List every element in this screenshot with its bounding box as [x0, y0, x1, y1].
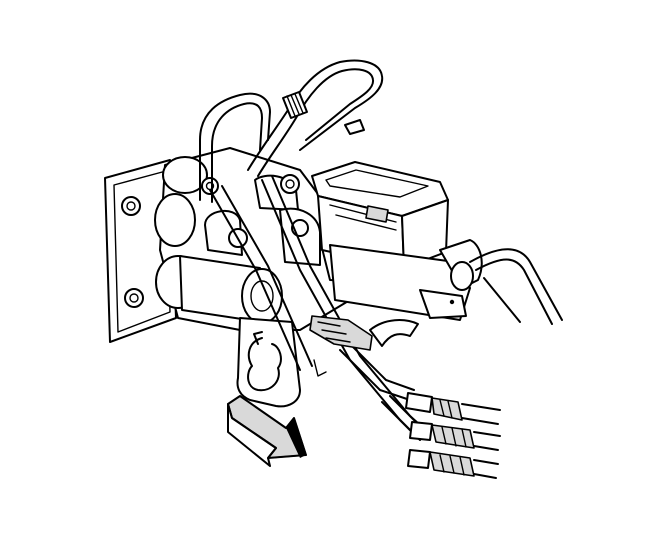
electrical-connector	[309, 315, 373, 377]
modulator-body	[154, 147, 373, 331]
line-fittings	[405, 392, 501, 479]
lower-mounting-ear	[236, 317, 301, 408]
master-cylinder	[329, 239, 483, 347]
brake-lines-right	[469, 248, 563, 325]
brake-lines-lower	[209, 175, 429, 441]
fluid-reservoir	[311, 161, 449, 269]
arrow-down-right-icon	[227, 395, 307, 467]
brake-lines-upper	[199, 59, 384, 203]
